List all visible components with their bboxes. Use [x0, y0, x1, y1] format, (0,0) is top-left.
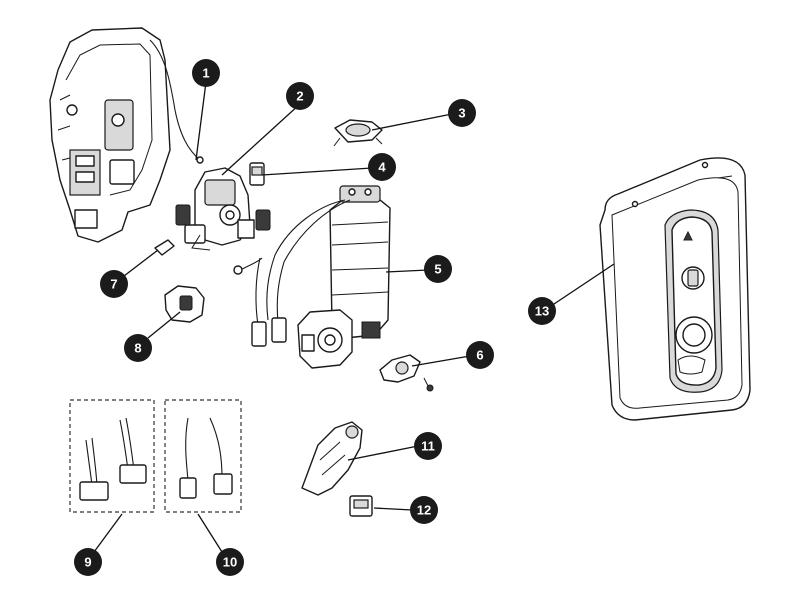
leader-4 [261, 167, 373, 176]
leader-13 [547, 263, 615, 309]
filter-housing [164, 285, 205, 323]
callout-8: 8 [124, 334, 152, 362]
callout-label-11: 11 [421, 439, 435, 454]
leader-6 [411, 355, 471, 367]
callout-label-4: 4 [378, 160, 386, 175]
callout-label-13: 13 [535, 304, 549, 319]
callout-12: 12 [410, 496, 438, 524]
callout-7: 7 [100, 270, 128, 298]
callout-10: 10 [216, 548, 244, 576]
callout-label-7: 7 [110, 277, 117, 292]
cable-kit-10 [164, 399, 242, 513]
pressure-switch [249, 162, 265, 186]
callout-label-6: 6 [476, 348, 483, 363]
thermal-cutout [333, 119, 383, 147]
callout-2: 2 [286, 82, 314, 110]
leader-9 [93, 513, 123, 553]
callout-label-3: 3 [458, 106, 465, 121]
leader-1 [195, 81, 207, 161]
solenoid-valve-assembly [175, 167, 271, 251]
callout-5: 5 [424, 255, 452, 283]
leader-11 [347, 445, 419, 461]
callout-11: 11 [414, 432, 442, 460]
leader-12 [373, 507, 413, 511]
callout-label-1: 1 [202, 66, 209, 81]
push-switch [349, 495, 373, 517]
callout-label-10: 10 [223, 555, 237, 570]
leader-3 [371, 113, 453, 131]
callout-label-9: 9 [84, 555, 91, 570]
callout-label-12: 12 [417, 503, 431, 518]
callout-13: 13 [528, 297, 556, 325]
microswitch-bracket [301, 421, 363, 496]
leader-lines [93, 81, 615, 553]
callout-label-5: 5 [434, 262, 441, 277]
callout-4: 4 [368, 153, 396, 181]
pipe-clip [379, 354, 434, 392]
leader-10 [197, 513, 223, 553]
heater-tank [233, 185, 391, 369]
leader-2 [221, 103, 301, 176]
cable-kit-9 [69, 399, 155, 513]
callout-3: 3 [448, 99, 476, 127]
back-plate-chassis [49, 27, 204, 243]
callout-6: 6 [466, 341, 494, 369]
leader-7 [123, 249, 159, 277]
callout-9: 9 [74, 548, 102, 576]
callout-1: 1 [192, 59, 220, 87]
callout-label-2: 2 [296, 89, 303, 104]
nozzle-plug [154, 239, 175, 256]
leader-8 [147, 311, 181, 339]
leader-5 [385, 269, 429, 273]
callout-label-8: 8 [134, 341, 141, 356]
front-cover [599, 157, 751, 421]
